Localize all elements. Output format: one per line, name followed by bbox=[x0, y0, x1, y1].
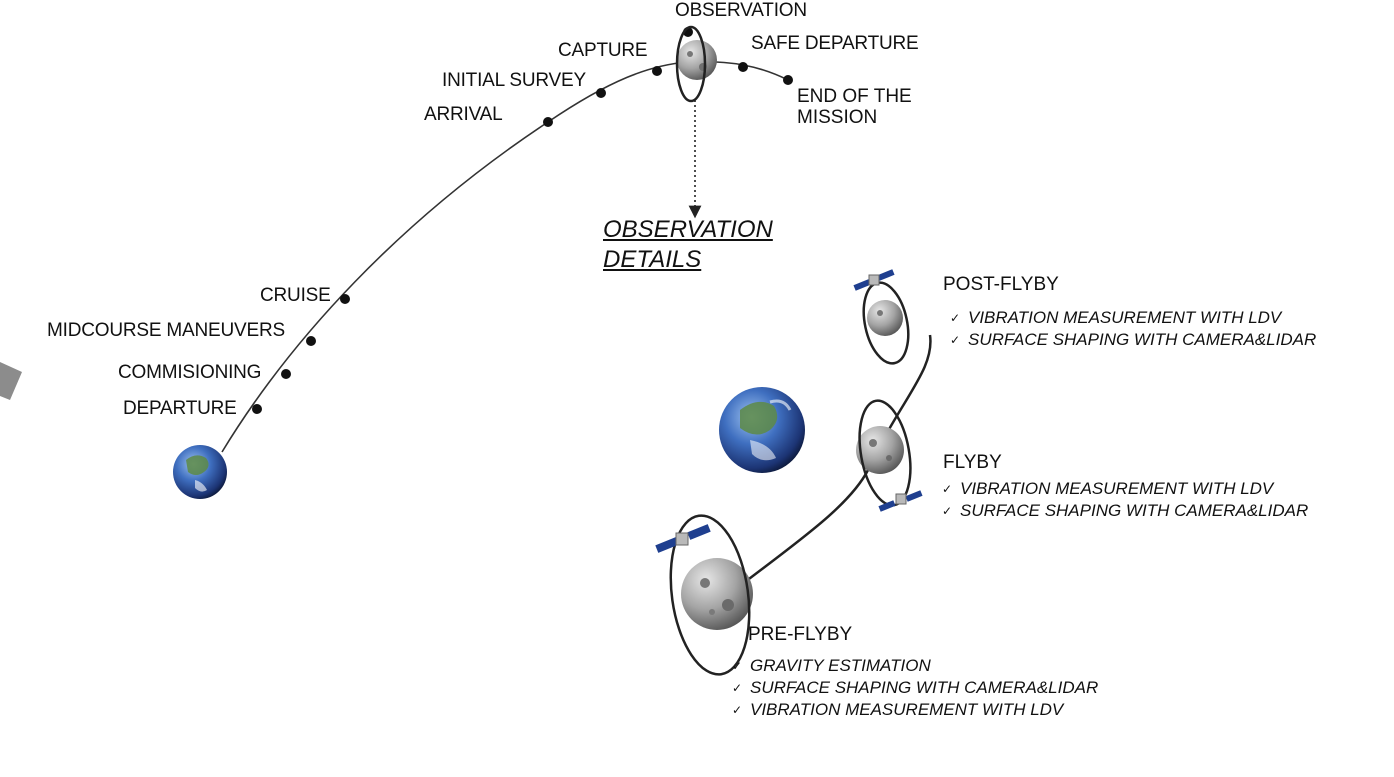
phase-title-flyby: FLYBY bbox=[943, 452, 1002, 473]
task-list-pre-flyby: ✓ GRAVITY ESTIMATION ✓ SURFACE SHAPING WIT… bbox=[728, 655, 1098, 721]
earth-icon bbox=[719, 387, 805, 473]
task-item: ✓ VIBRATION MEASUREMENT WITH LDV bbox=[938, 478, 1308, 500]
spacecraft-icon bbox=[853, 269, 895, 291]
milestone-label-initial-survey: INITIAL SURVEY bbox=[442, 70, 586, 91]
checkmark-icon: ✓ bbox=[950, 311, 961, 325]
milestone-dot-end bbox=[783, 75, 793, 85]
asteroid-icon bbox=[675, 25, 717, 103]
spacecraft-partial-icon bbox=[0, 362, 22, 400]
checkmark-icon: ✓ bbox=[950, 333, 961, 347]
checkmark-icon: ✓ bbox=[732, 703, 743, 717]
milestone-dot-initial-survey bbox=[596, 88, 606, 98]
task-list-flyby: ✓ VIBRATION MEASUREMENT WITH LDV ✓ SURFACE… bbox=[938, 478, 1308, 522]
task-text: SURFACE SHAPING WITH CAMERA&LIDAR bbox=[960, 501, 1309, 520]
milestone-label-midcourse: MIDCOURSE MANEUVERS bbox=[47, 320, 285, 341]
checkmark-icon: ✓ bbox=[942, 504, 953, 518]
task-text: VIBRATION MEASUREMENT WITH LDV bbox=[750, 700, 1064, 719]
observation-details-link[interactable]: OBSERVATION DETAILS bbox=[603, 216, 773, 273]
milestone-dot-arrival bbox=[543, 117, 553, 127]
milestone-label-end: END OF THE MISSION bbox=[797, 86, 912, 128]
milestone-label-capture: CAPTURE bbox=[558, 40, 648, 61]
milestone-label-cruise: CRUISE bbox=[260, 285, 331, 306]
checkmark-icon: ✓ bbox=[942, 482, 953, 496]
earth-icon bbox=[173, 445, 227, 499]
phase-title-post-flyby: POST-FLYBY bbox=[943, 274, 1059, 295]
spacecraft-icon bbox=[655, 524, 711, 553]
milestone-dot-cruise bbox=[340, 294, 350, 304]
task-item: ✓ SURFACE SHAPING WITH CAMERA&LIDAR bbox=[946, 329, 1316, 351]
task-item: ✓ VIBRATION MEASUREMENT WITH LDV bbox=[728, 699, 1098, 721]
milestone-dot-capture bbox=[652, 66, 662, 76]
asteroid-icon bbox=[862, 281, 910, 365]
task-item: ✓ VIBRATION MEASUREMENT WITH LDV bbox=[946, 307, 1316, 329]
milestone-dots bbox=[252, 27, 793, 414]
task-text: VIBRATION MEASUREMENT WITH LDV bbox=[960, 479, 1274, 498]
task-item: ✓ GRAVITY ESTIMATION bbox=[728, 655, 1098, 677]
spacecraft-icon bbox=[878, 490, 923, 512]
checkmark-icon: ✓ bbox=[732, 659, 743, 673]
task-list-post-flyby: ✓ VIBRATION MEASUREMENT WITH LDV ✓ SURFACE… bbox=[946, 307, 1316, 351]
milestone-dot-commisioning bbox=[281, 369, 291, 379]
milestone-label-commisioning: COMMISIONING bbox=[118, 362, 262, 383]
asteroid-icon bbox=[856, 399, 912, 507]
milestone-dot-departure bbox=[252, 404, 262, 414]
checkmark-icon: ✓ bbox=[732, 681, 743, 695]
milestone-label-observation: OBSERVATION bbox=[675, 0, 807, 21]
orbit-ring bbox=[669, 514, 751, 676]
task-item: ✓ SURFACE SHAPING WITH CAMERA&LIDAR bbox=[728, 677, 1098, 699]
milestone-dot-safe-departure bbox=[738, 62, 748, 72]
orbit-ring bbox=[675, 25, 707, 103]
phase-title-pre-flyby: PRE-FLYBY bbox=[748, 624, 853, 645]
milestone-label-departure: DEPARTURE bbox=[123, 398, 237, 419]
task-text: VIBRATION MEASUREMENT WITH LDV bbox=[968, 308, 1282, 327]
milestone-label-arrival: ARRIVAL bbox=[424, 104, 503, 125]
task-text: SURFACE SHAPING WITH CAMERA&LIDAR bbox=[968, 330, 1317, 349]
task-text: SURFACE SHAPING WITH CAMERA&LIDAR bbox=[750, 678, 1099, 697]
milestone-dot-midcourse bbox=[306, 336, 316, 346]
task-item: ✓ SURFACE SHAPING WITH CAMERA&LIDAR bbox=[938, 500, 1308, 522]
mission-trajectory bbox=[221, 60, 789, 453]
milestone-label-safe-departure: SAFE DEPARTURE bbox=[751, 33, 919, 54]
task-text: GRAVITY ESTIMATION bbox=[750, 656, 931, 675]
asteroid-icon bbox=[669, 514, 753, 676]
